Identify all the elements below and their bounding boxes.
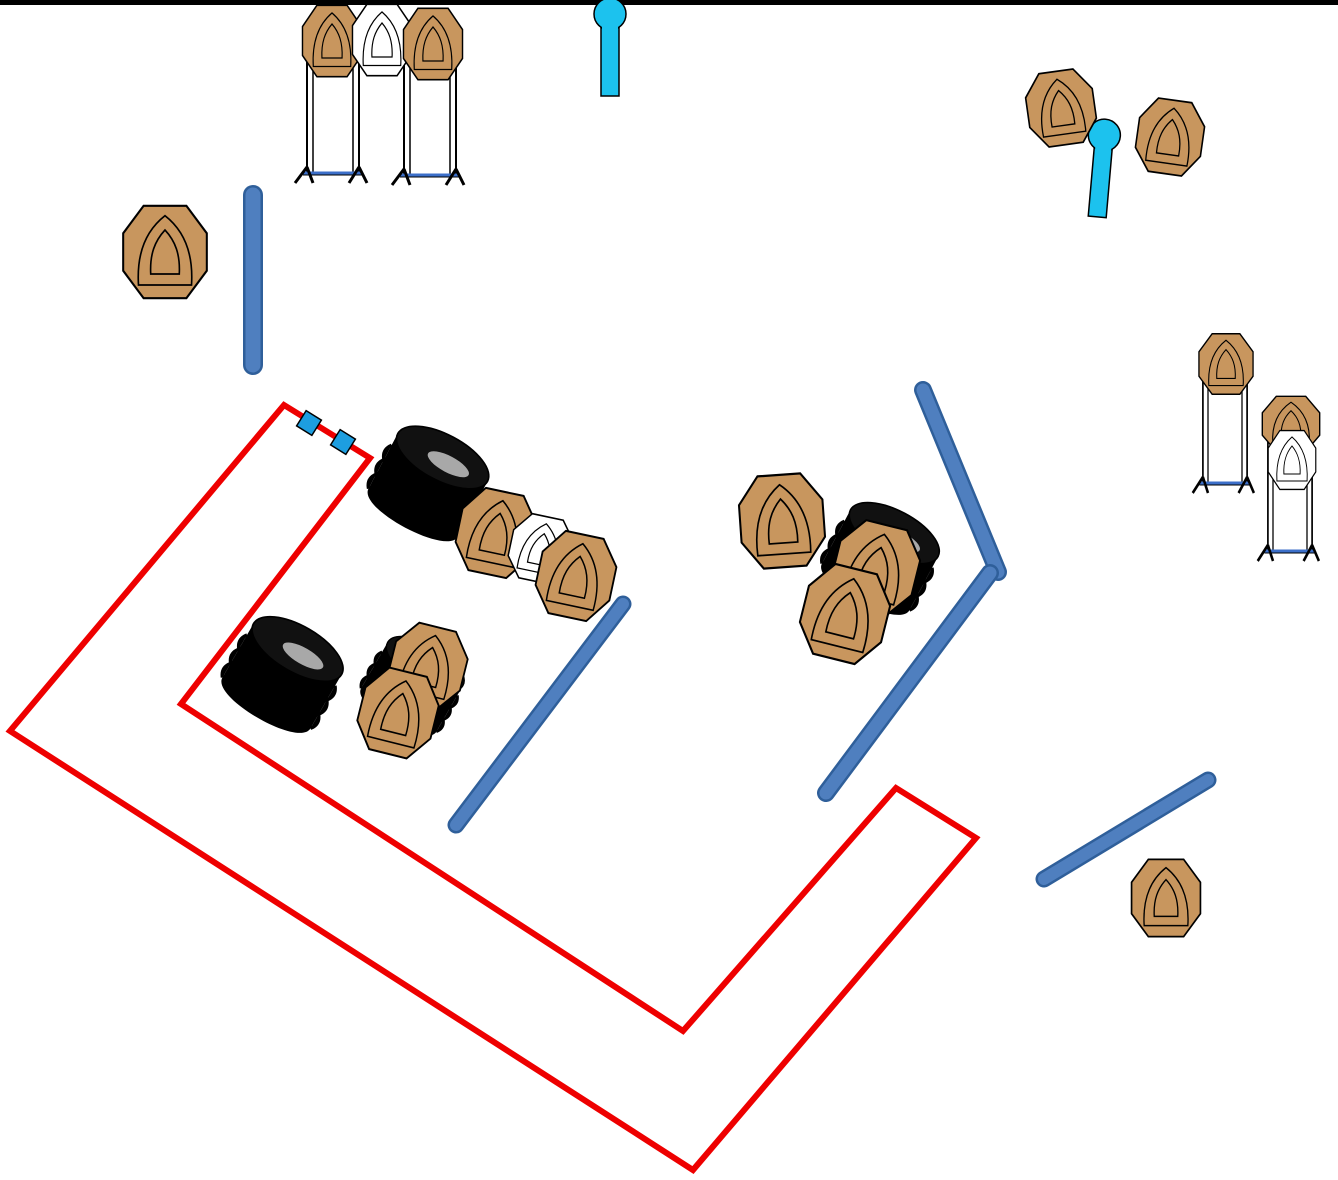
- wall: [1038, 774, 1214, 885]
- octagon-target-icon: [402, 7, 464, 81]
- wall: [450, 598, 629, 831]
- fault-marker: [295, 409, 323, 437]
- octagon-target-icon: [735, 470, 829, 572]
- barrel-icon: [209, 600, 358, 747]
- fault-line-markers: [295, 409, 357, 456]
- walls: [243, 185, 1217, 888]
- no-shoot-target-icon: [351, 3, 413, 77]
- octagon-target-icon: [1130, 858, 1202, 938]
- wall: [819, 566, 997, 800]
- fault-marker: [329, 428, 357, 456]
- steel-popper-icon: [593, 0, 627, 97]
- paper-targets: [122, 3, 1321, 938]
- octagon-target-icon: [122, 204, 208, 300]
- no-shoot-target-icon: [1267, 429, 1317, 491]
- octagon-target-icon: [1131, 94, 1209, 180]
- shooting-area-outline: [5, 401, 981, 1174]
- octagon-target-icon: [1198, 333, 1254, 395]
- wall: [916, 383, 1005, 579]
- top-border: [0, 0, 1338, 5]
